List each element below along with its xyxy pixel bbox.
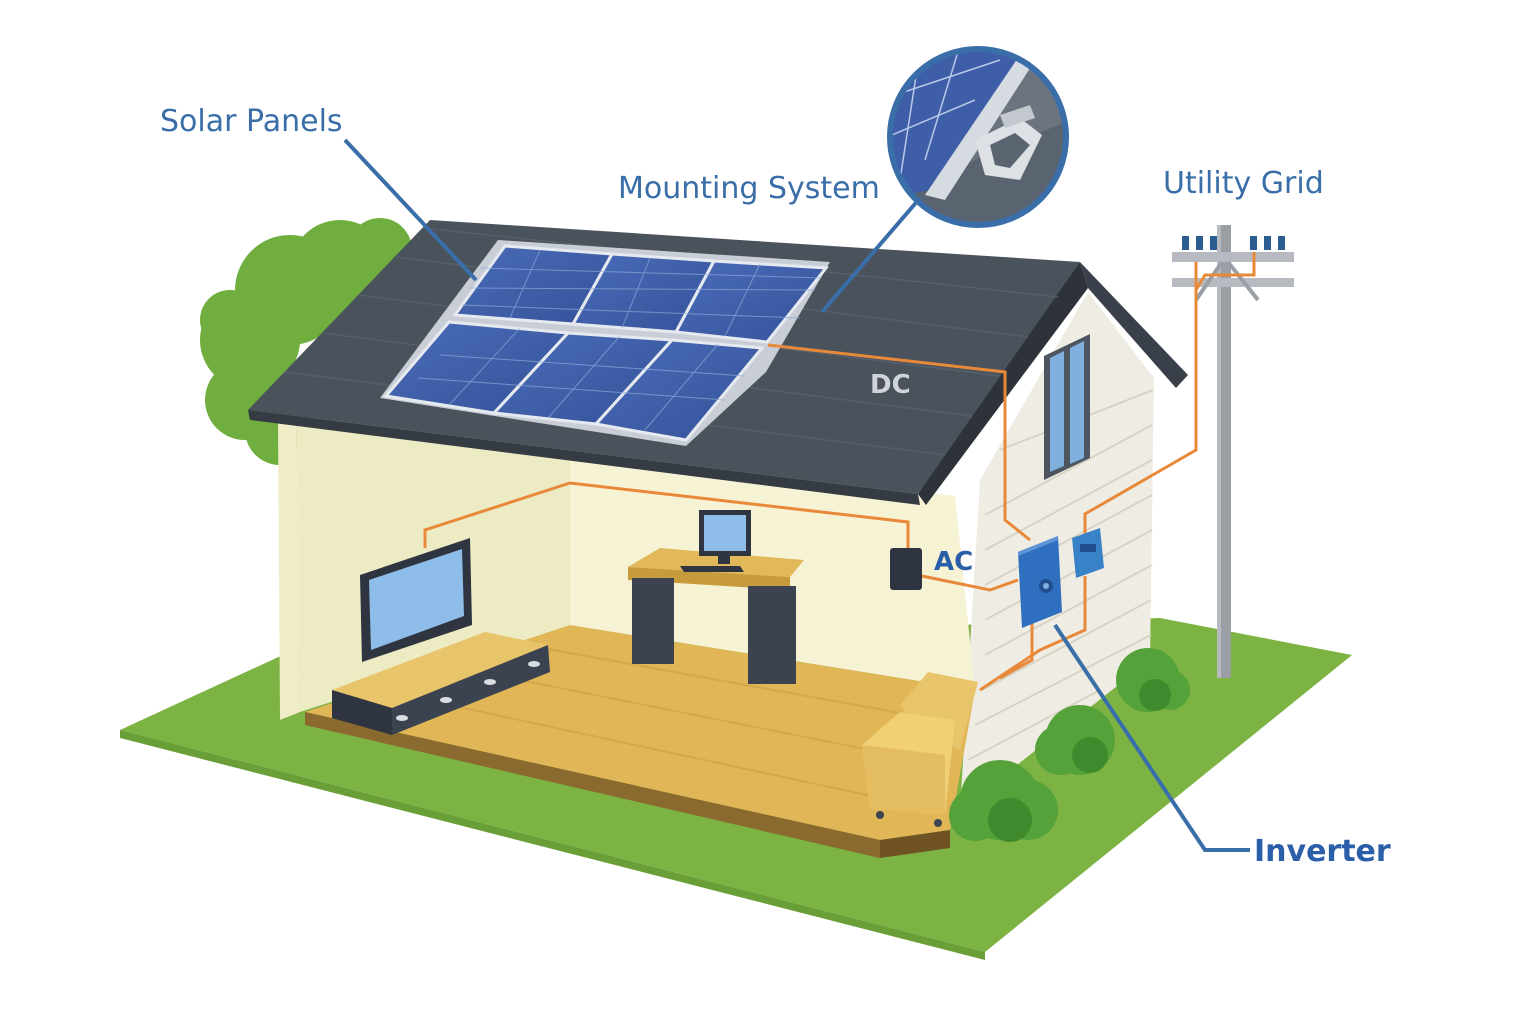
label-mounting-system: Mounting System: [618, 171, 880, 206]
label-dc: DC: [870, 370, 911, 400]
ac-wiring: [423, 481, 1019, 592]
inverter-unit: [1018, 536, 1062, 628]
solar-panel-3: [673, 259, 829, 344]
label-ac: AC: [934, 547, 973, 577]
solar-panel-array: [380, 240, 830, 446]
tv-bench: [332, 632, 550, 735]
armchair: [862, 672, 978, 827]
roof: [248, 220, 1188, 505]
wall-tv: [360, 538, 472, 662]
meter-box: [1072, 528, 1104, 578]
shrubs: [949, 648, 1190, 842]
utility-pole: [1172, 225, 1294, 678]
dc-wiring: [767, 343, 1031, 542]
desk: [628, 510, 804, 684]
callout-lines: [343, 138, 1250, 852]
side-window: [1044, 334, 1090, 480]
label-inverter: Inverter: [1254, 834, 1391, 869]
grid-wiring: [979, 252, 1256, 692]
junction-box: [890, 548, 922, 590]
mounting-magnifier: [887, 46, 1069, 228]
label-utility-grid: Utility Grid: [1163, 166, 1324, 201]
label-solar-panels: Solar Panels: [160, 104, 343, 139]
